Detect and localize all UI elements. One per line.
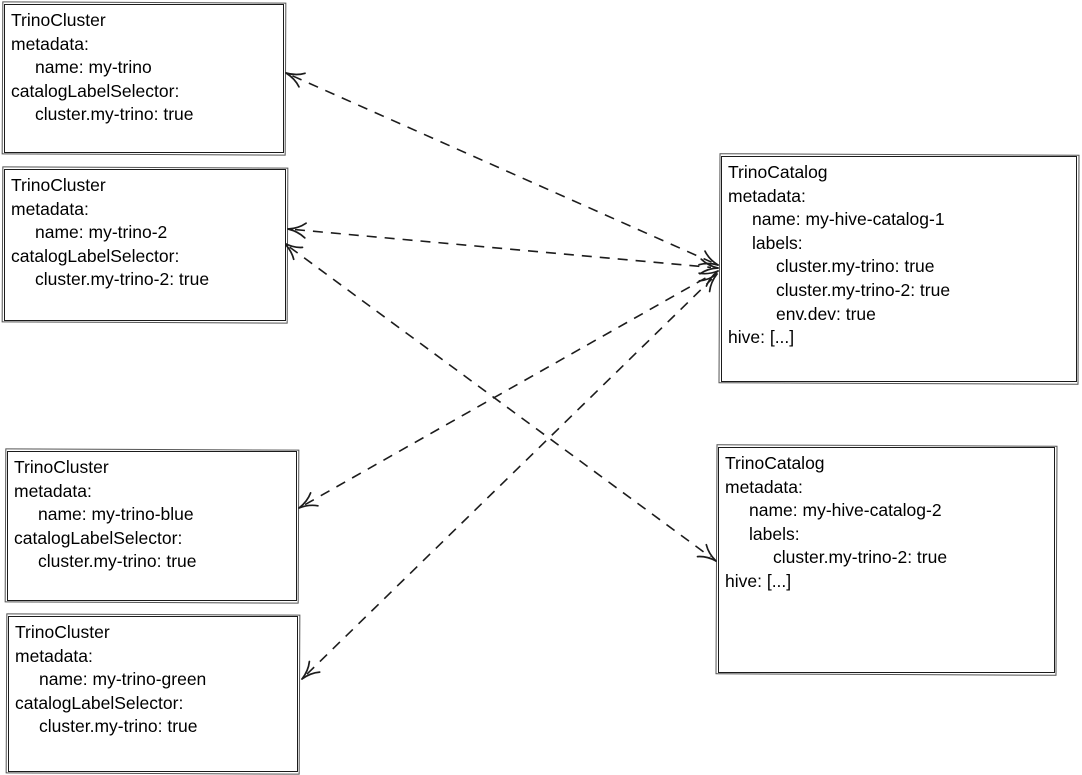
arrowhead-e2-from bbox=[287, 222, 307, 239]
node-trino-cluster-my-trino: TrinoCluster metadata: name: my-trino ca… bbox=[4, 4, 284, 153]
yaml-line: labels: bbox=[749, 523, 800, 544]
edge-e3-trino-cluster-my-trino-blue-to-trino-catalog-1 bbox=[304, 273, 713, 506]
yaml-line: TrinoCluster bbox=[15, 622, 110, 642]
edge-e5-trino-cluster-my-trino-2-to-trino-catalog-2 bbox=[289, 246, 711, 558]
yaml-line: name: my-trino-2 bbox=[35, 222, 168, 243]
node-trino-cluster-my-trino-2: TrinoCluster metadata: name: my-trino-2 … bbox=[4, 169, 286, 321]
yaml-line: TrinoCluster bbox=[14, 457, 109, 477]
yaml-line: metadata: bbox=[14, 480, 92, 501]
yaml-line: metadata: bbox=[15, 645, 93, 666]
arrowhead-e3-to bbox=[698, 270, 719, 287]
edge-e1-trino-cluster-my-trino-to-trino-catalog-1 bbox=[292, 75, 712, 263]
arrowhead-e1-from bbox=[285, 72, 306, 88]
yaml-line: catalogLabelSelector: bbox=[11, 80, 180, 101]
yaml-line: catalogLabelSelector: bbox=[15, 692, 184, 713]
yaml-line: metadata: bbox=[11, 33, 89, 54]
arrowhead-e4-to bbox=[698, 273, 718, 293]
yaml-line: TrinoCatalog bbox=[725, 453, 825, 473]
yaml-line: TrinoCluster bbox=[11, 175, 106, 195]
yaml-line: name: my-trino bbox=[35, 57, 152, 78]
arrowhead-e1-to bbox=[698, 250, 719, 266]
yaml-line: cluster.my-trino-2: true bbox=[773, 547, 948, 568]
node-trino-cluster-my-trino-blue: TrinoCluster metadata: name: my-trino-bl… bbox=[7, 451, 297, 601]
yaml-line: metadata: bbox=[11, 198, 89, 219]
node-trino-catalog-2: TrinoCatalog metadata: name: my-hive-cat… bbox=[718, 447, 1055, 673]
edge-e2-trino-cluster-my-trino-2-to-trino-catalog-1 bbox=[294, 228, 712, 269]
yaml-line: metadata: bbox=[728, 185, 806, 206]
yaml-line: cluster.my-trino: true bbox=[39, 716, 198, 737]
yaml-line: catalogLabelSelector: bbox=[14, 527, 183, 548]
arrowhead-e2-to bbox=[699, 258, 719, 275]
yaml-line: name: my-trino-blue bbox=[38, 504, 194, 525]
yaml-line: cluster.my-trino: true bbox=[38, 551, 197, 572]
node-trino-catalog-1: TrinoCatalog metadata: name: my-hive-cat… bbox=[721, 156, 1077, 382]
yaml-line: cluster.my-trino: true bbox=[35, 104, 194, 125]
node-trino-cluster-my-trino-green: TrinoCluster metadata: name: my-trino-gr… bbox=[8, 616, 298, 772]
yaml-line: cluster.my-trino: true bbox=[776, 256, 935, 277]
yaml-line: hive: [...] bbox=[725, 570, 792, 591]
yaml-line: TrinoCatalog bbox=[728, 162, 828, 182]
yaml-line: name: my-hive-catalog-2 bbox=[749, 500, 942, 521]
yaml-line: name: my-trino-green bbox=[39, 669, 207, 690]
yaml-line: cluster.my-trino-2: true bbox=[776, 279, 951, 300]
yaml-line: cluster.my-trino-2: true bbox=[35, 269, 210, 290]
yaml-line: catalogLabelSelector: bbox=[11, 245, 180, 266]
yaml-line: labels: bbox=[752, 232, 803, 253]
arrowhead-e5-to bbox=[696, 543, 717, 562]
arrowhead-e3-from bbox=[298, 492, 319, 509]
yaml-line: env.dev: true bbox=[776, 303, 876, 324]
yaml-line: name: my-hive-catalog-1 bbox=[752, 209, 945, 230]
arrowhead-e5-from bbox=[283, 242, 304, 261]
yaml-line: hive: [...] bbox=[728, 327, 795, 348]
edge-e4-trino-cluster-my-trino-green-to-trino-catalog-1 bbox=[306, 278, 713, 675]
arrowhead-e4-from bbox=[301, 660, 321, 680]
yaml-line: metadata: bbox=[725, 476, 803, 497]
yaml-line: TrinoCluster bbox=[11, 10, 106, 30]
